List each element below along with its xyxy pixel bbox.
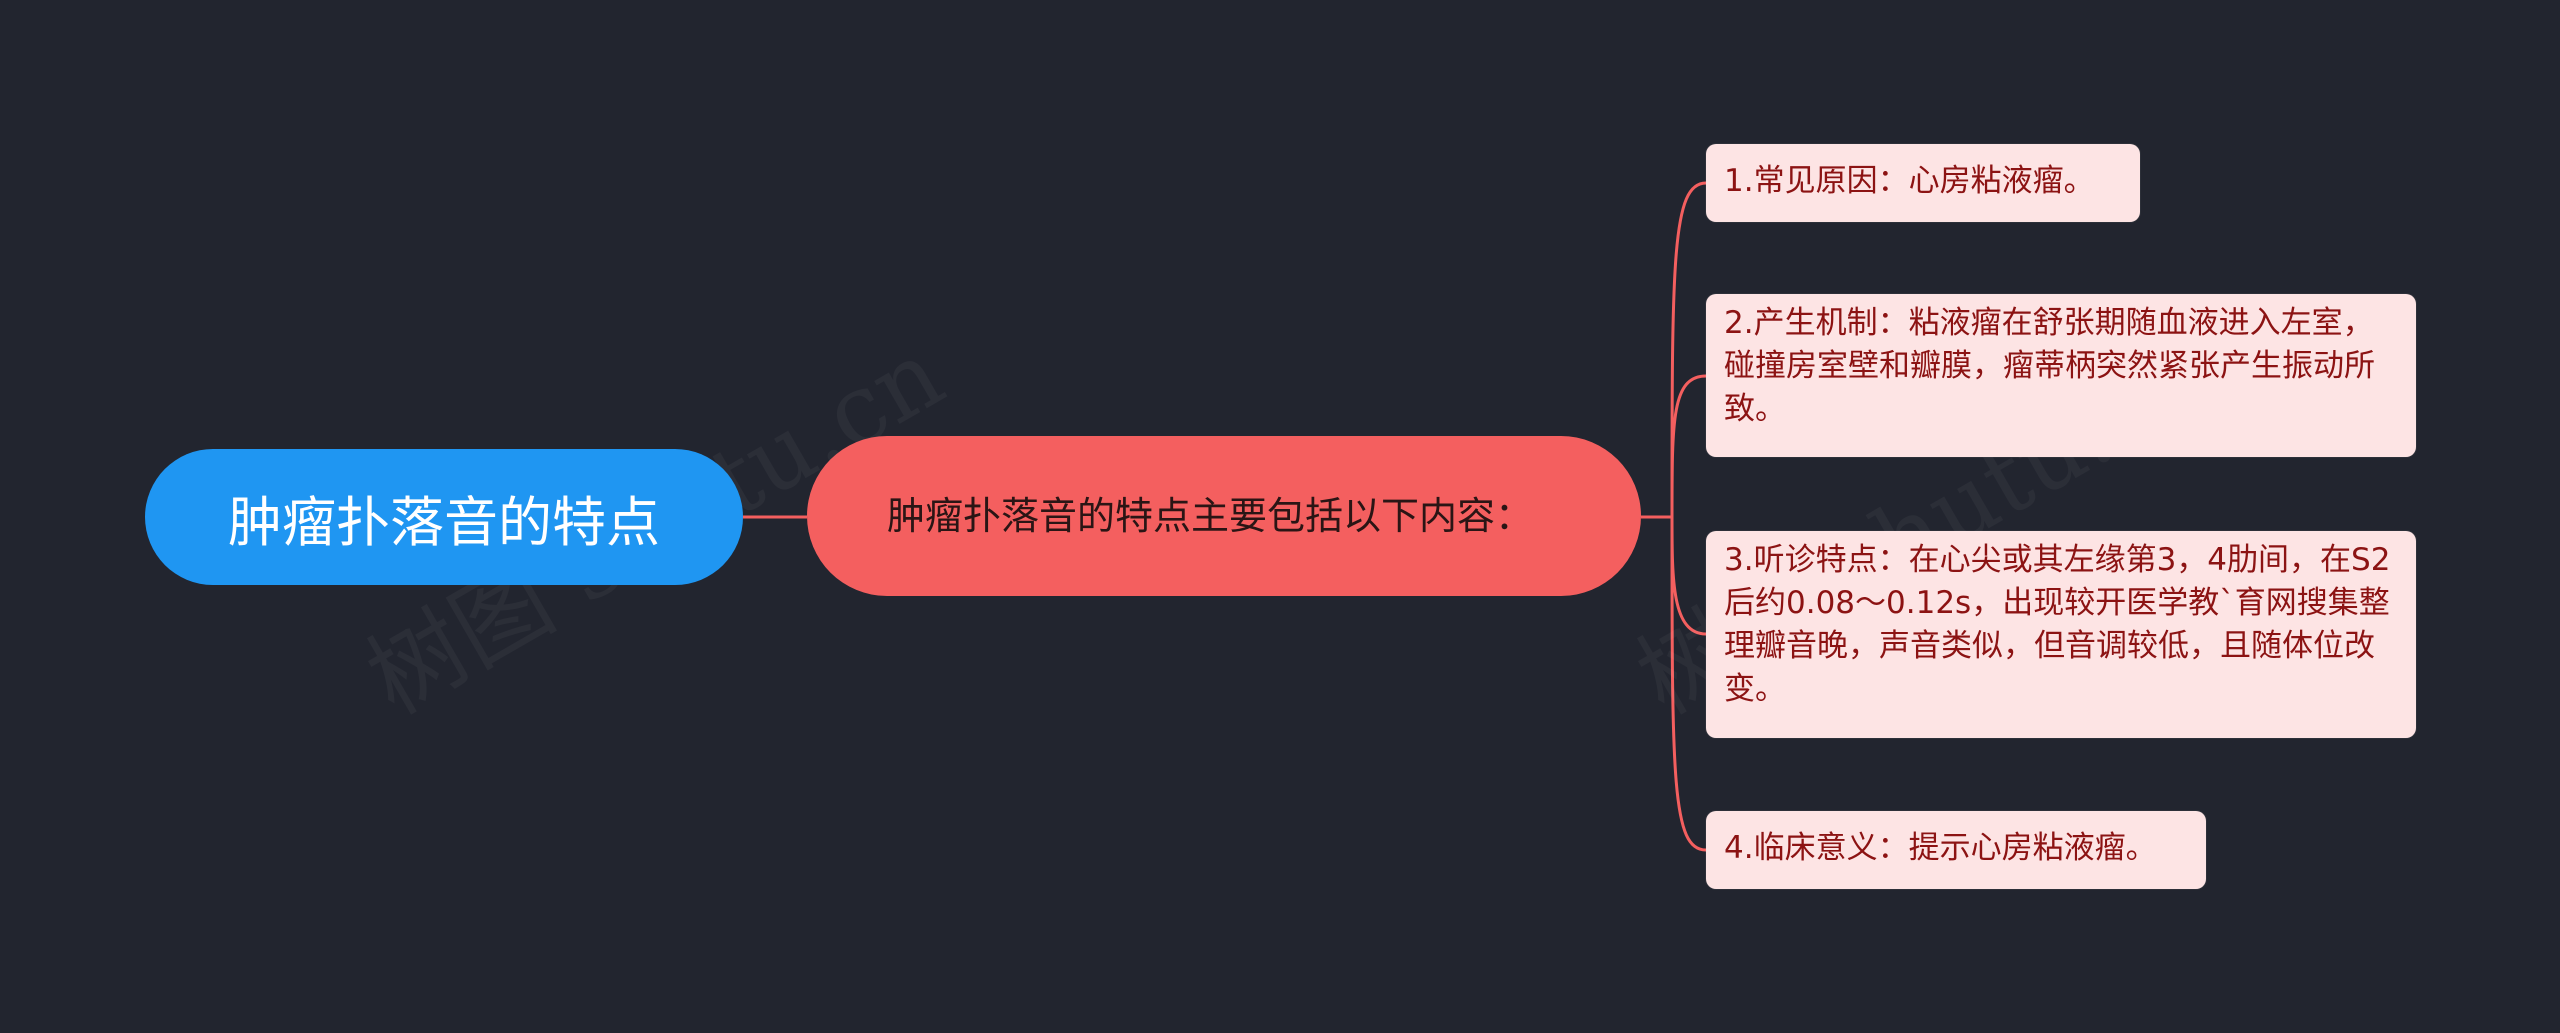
leaf-node-1[interactable]: 1.常见原因：心房粘液瘤。	[1706, 144, 2140, 222]
leaf-node-3[interactable]: 3.听诊特点：在心尖或其左缘第3，4肋间，在S2后约0.08～0.12s，出现较…	[1706, 531, 2416, 738]
leaf-node-label: 4.临床意义：提示心房粘液瘤。	[1724, 830, 2157, 866]
leaf-node-4[interactable]: 4.临床意义：提示心房粘液瘤。	[1706, 811, 2206, 889]
connector-leaf-2	[1670, 374, 1707, 518]
center-node[interactable]: 肿瘤扑落音的特点主要包括以下内容：	[807, 436, 1641, 596]
root-node-label: 肿瘤扑落音的特点	[228, 490, 660, 554]
connector-leaf-4	[1670, 516, 1707, 852]
leaf-node-label: 2.产生机制：粘液瘤在舒张期随血液进入左室，碰撞房室壁和瓣膜，瘤蒂柄突然紧张产生…	[1724, 305, 2375, 427]
connector-leaf-3	[1670, 516, 1707, 636]
leaf-node-2[interactable]: 2.产生机制：粘液瘤在舒张期随血液进入左室，碰撞房室壁和瓣膜，瘤蒂柄突然紧张产生…	[1706, 294, 2416, 457]
root-node[interactable]: 肿瘤扑落音的特点	[145, 449, 743, 585]
leaf-node-label: 3.听诊特点：在心尖或其左缘第3，4肋间，在S2后约0.08～0.12s，出现较…	[1724, 542, 2391, 707]
leaf-node-label: 1.常见原因：心房粘液瘤。	[1724, 163, 2095, 199]
connector-leaf-1	[1670, 181, 1707, 518]
center-node-label: 肿瘤扑落音的特点主要包括以下内容：	[887, 494, 1534, 538]
